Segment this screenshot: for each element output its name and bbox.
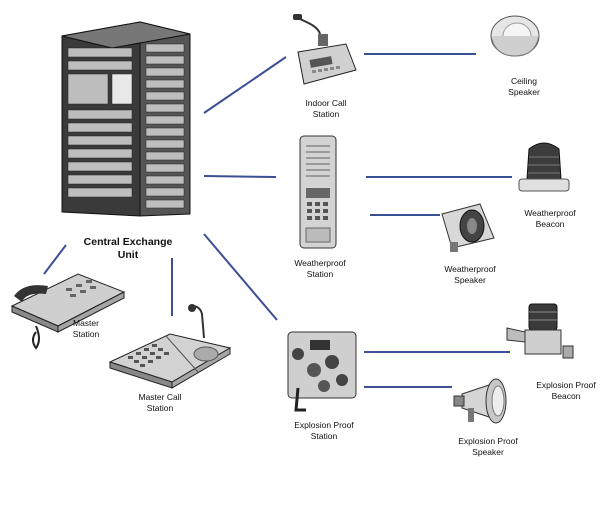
line-central-weather: [203, 175, 277, 178]
label-explosion-proof-speaker: Explosion Proof Speaker: [458, 436, 518, 457]
central-exchange-rack: [61, 21, 191, 217]
label-weatherproof-beacon: Weatherproof Beacon: [524, 208, 576, 229]
ceiling-speaker: [490, 15, 540, 57]
label-master-station: Master Station: [72, 318, 100, 339]
label-central-exchange: Central Exchange Unit: [83, 236, 173, 261]
master-station: [10, 273, 126, 350]
line-central-master: [43, 244, 67, 275]
label-indoor-call-station: Indoor Call Station: [305, 98, 347, 119]
label-explosion-proof-beacon: Explosion Proof Beacon: [536, 380, 596, 401]
weatherproof-beacon: [518, 142, 570, 192]
label-master-call-station: Master Call Station: [138, 392, 182, 413]
explosion-proof-beacon: [506, 303, 574, 359]
line-central-explosion: [203, 233, 278, 321]
master-call-station: [108, 304, 232, 389]
explosion-proof-station: [287, 331, 357, 412]
label-ceiling-speaker: Ceiling Speaker: [508, 76, 540, 97]
label-explosion-proof-station: Explosion Proof Station: [294, 420, 354, 441]
line-central-indoor: [203, 56, 287, 114]
weatherproof-speaker: [441, 203, 495, 252]
indoor-call-station: [293, 14, 357, 85]
weatherproof-station: [299, 135, 337, 249]
label-weatherproof-station: Weatherproof Station: [294, 258, 346, 279]
label-weatherproof-speaker: Weatherproof Speaker: [444, 264, 496, 285]
explosion-proof-speaker: [453, 378, 507, 424]
